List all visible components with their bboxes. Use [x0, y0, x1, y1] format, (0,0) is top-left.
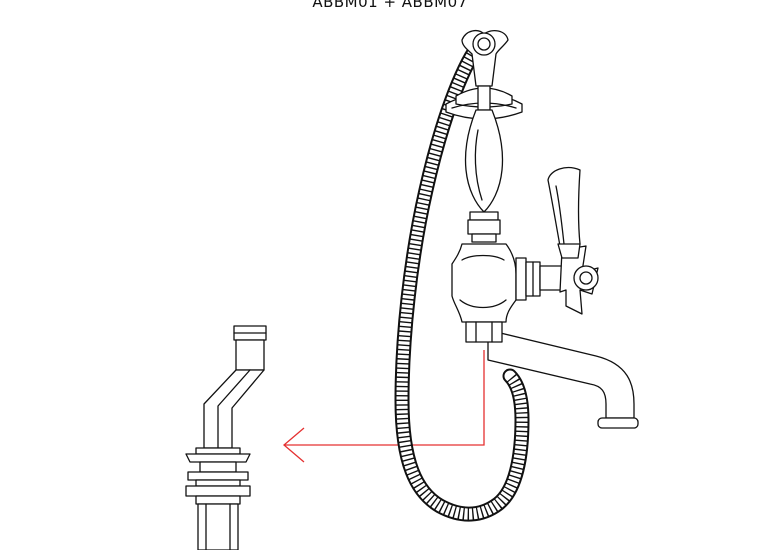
diagram-title: ABBM01 + ABBM07	[312, 0, 468, 11]
connection-arrow	[282, 350, 485, 463]
outlet-pipe-icon	[185, 325, 267, 550]
mixer-tap-icon	[451, 166, 639, 429]
hand-shower-icon	[445, 29, 523, 213]
shower-hose-icon	[394, 36, 530, 522]
